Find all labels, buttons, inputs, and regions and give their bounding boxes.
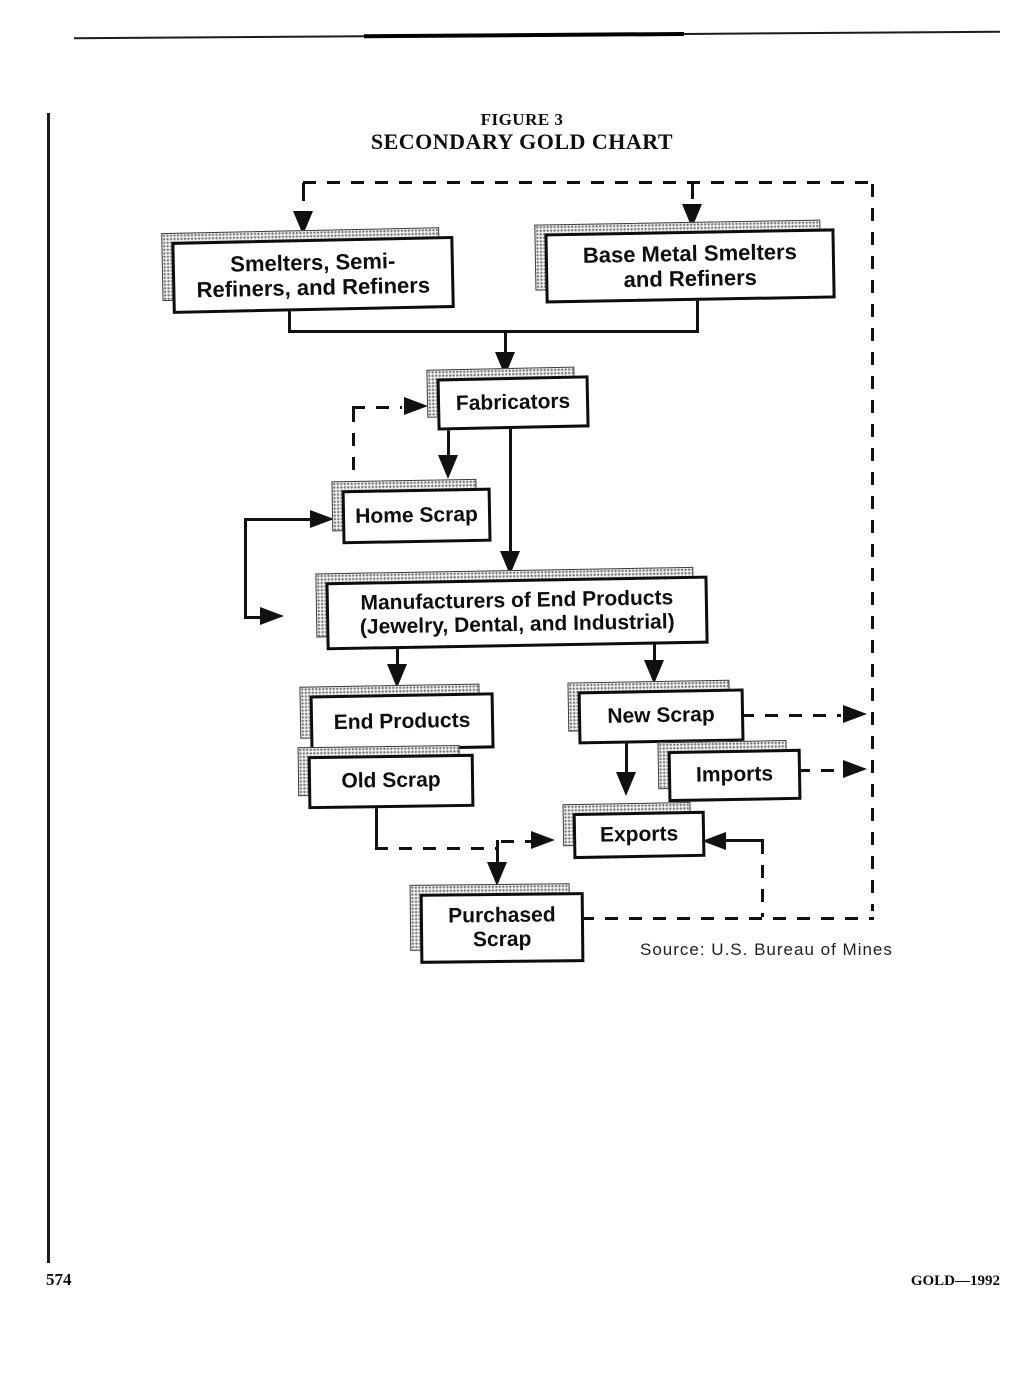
- edge-smelters-down: [288, 305, 291, 333]
- node-label: Scrap: [472, 927, 532, 952]
- node-end-products: End Products: [299, 683, 495, 752]
- edge-stub-to-smelters: [302, 183, 305, 201]
- edge-to-new-scrap: [653, 641, 656, 663]
- edge-new-scrap-to-loop: [741, 714, 841, 717]
- edge-purchased-to-loop: [581, 917, 874, 920]
- page-number: 574: [46, 1270, 72, 1289]
- node-label: (Jewelry, Dental, and Industrial): [359, 610, 675, 639]
- arrowhead-into-manufacturers-left: [260, 607, 284, 625]
- node-label: End Products: [333, 708, 471, 735]
- node-label: Smelters, Semi-: [230, 247, 396, 277]
- edge-junction-stub: [496, 840, 499, 854]
- node-smelters: Smelters, Semi- Refiners, and Refiners: [161, 227, 455, 314]
- node-home-scrap: Home Scrap: [331, 478, 492, 545]
- edge-home-scrap-return-horizontal: [352, 406, 402, 409]
- node-new-scrap: New Scrap: [567, 679, 745, 745]
- node-old-scrap: Old Scrap: [297, 744, 475, 810]
- arrowhead-into-exports-left: [531, 831, 555, 849]
- node-label: Refiners, and Refiners: [196, 272, 431, 303]
- edge-dashed-to-exports: [501, 840, 531, 843]
- figure-label: FIGURE 3: [480, 110, 564, 129]
- node-label: Base Metal Smelters: [582, 238, 798, 268]
- edge-home-scrap-return-vertical: [352, 409, 355, 489]
- arrowhead-into-home-scrap-left: [310, 510, 334, 528]
- node-label: Old Scrap: [341, 768, 441, 794]
- edge-old-scrap-dashed: [375, 847, 496, 850]
- node-label: New Scrap: [607, 703, 715, 729]
- node-label: and Refiners: [623, 264, 758, 293]
- node-label: Purchased: [448, 903, 556, 928]
- edge-left-loop-top: [244, 518, 312, 521]
- node-fabricators: Fabricators: [426, 366, 590, 431]
- left-border-rule: [47, 113, 50, 1263]
- edge-return-loop-right: [871, 184, 874, 911]
- edge-fabricators-to-home-scrap: [447, 423, 450, 457]
- arrowhead-into-new-scrap: [644, 660, 664, 684]
- arrowhead-into-fabricators-left: [404, 397, 428, 415]
- edge-left-loop-vertical: [244, 518, 247, 619]
- arrowhead-new-scrap-loop: [843, 705, 867, 723]
- edge-new-scrap-to-exports: [625, 737, 628, 773]
- node-imports: Imports: [657, 740, 802, 803]
- node-label: Home Scrap: [355, 502, 478, 528]
- edge-stub-to-purchased: [496, 852, 499, 864]
- arrowhead-imports-loop: [843, 760, 867, 778]
- edge-old-scrap-down: [375, 802, 378, 850]
- source-note: Source: U.S. Bureau of Mines: [640, 940, 893, 959]
- edge-fabricators-to-manufacturers: [509, 423, 512, 553]
- edge-join-to-fabricators: [504, 332, 507, 354]
- arrowhead-into-home-scrap: [438, 455, 458, 479]
- node-label: Fabricators: [455, 389, 571, 416]
- edge-exports-right-stub: [726, 839, 764, 842]
- edge-base-metal-down: [696, 295, 699, 333]
- arrowhead-into-purchased-scrap: [487, 862, 507, 886]
- node-manufacturers: Manufacturers of End Products (Jewelry, …: [315, 566, 709, 651]
- node-base-metal-smelters: Base Metal Smelters and Refiners: [534, 219, 836, 304]
- top-rule-thick-segment: [363, 31, 685, 39]
- top-rule: [74, 30, 1000, 40]
- node-label: Exports: [599, 822, 679, 847]
- node-purchased-scrap: Purchased Scrap: [409, 883, 585, 964]
- edge-return-loop-top: [303, 181, 872, 184]
- arrowhead-into-end-products: [387, 664, 407, 688]
- arrowhead-into-smelters: [293, 211, 313, 235]
- edge-stub-to-base-metal: [691, 183, 694, 199]
- arrowhead-into-exports-right: [702, 832, 726, 850]
- node-exports: Exports: [562, 802, 706, 860]
- arrowhead-into-exports-top: [616, 772, 636, 796]
- edge-imports-to-loop: [797, 769, 845, 772]
- figure-title: SECONDARY GOLD CHART: [370, 129, 674, 154]
- edge-left-loop-bottom: [244, 616, 262, 619]
- edge-exports-right-vertical: [761, 841, 764, 917]
- edge-to-end-products: [396, 641, 399, 667]
- node-label: Imports: [695, 762, 774, 788]
- running-footer: GOLD—1992: [910, 1273, 1000, 1289]
- edge-join-horizontal: [288, 330, 699, 333]
